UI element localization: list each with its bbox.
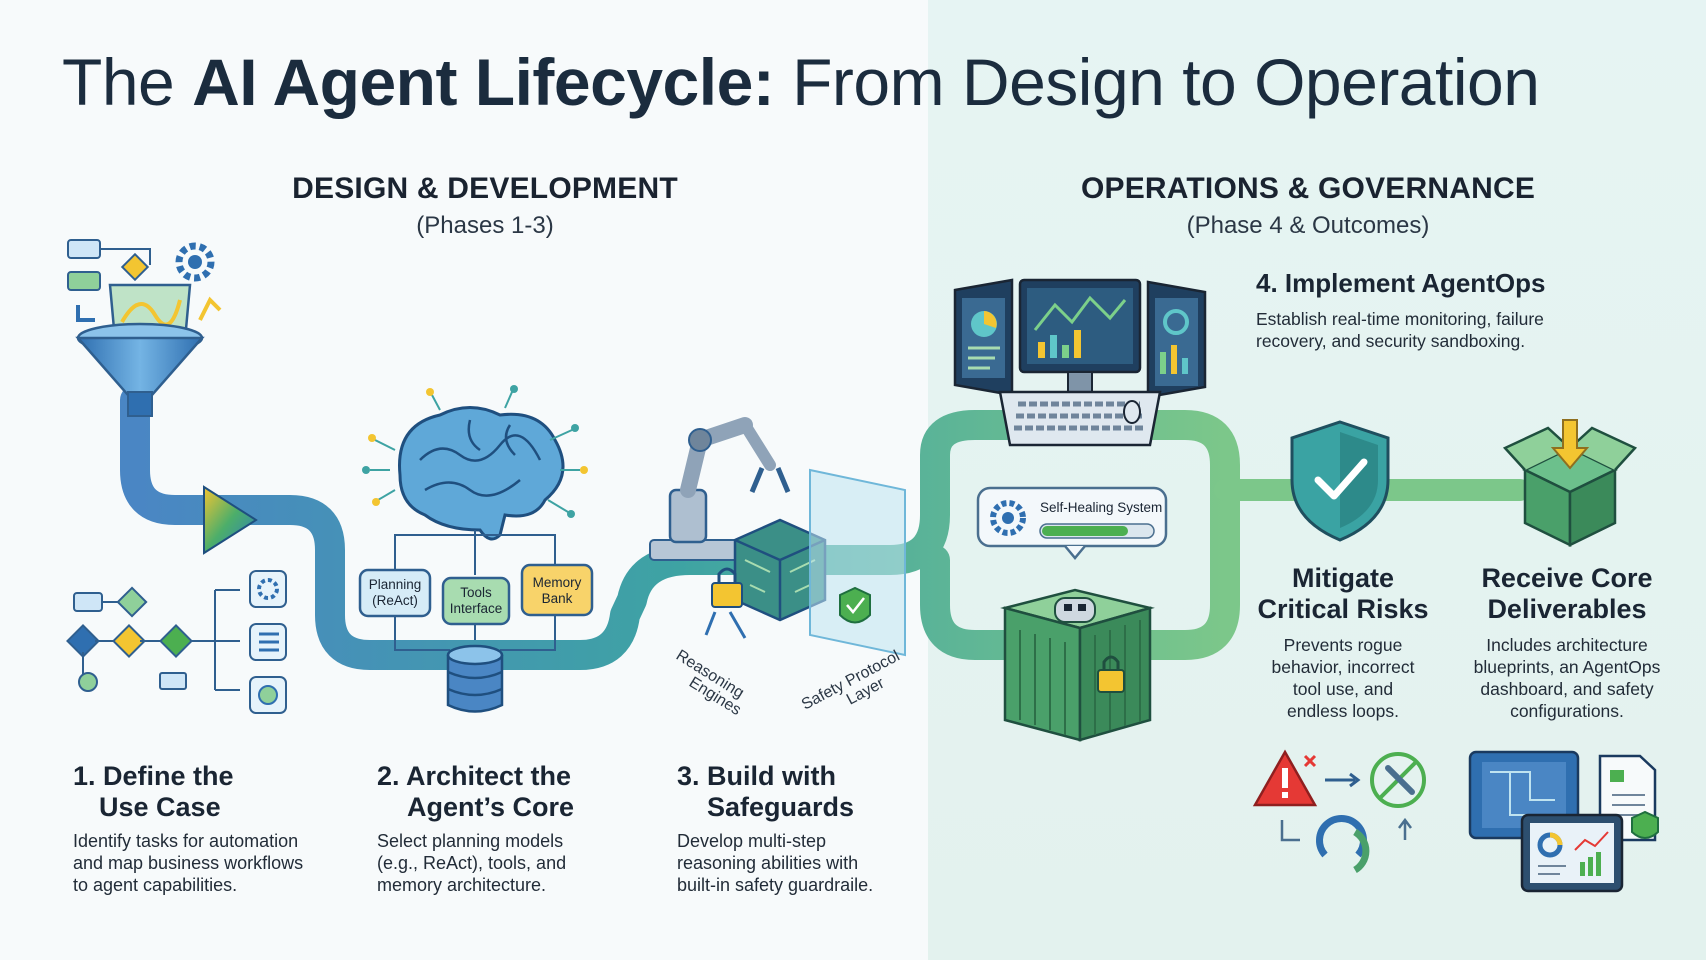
page-title: The AI Agent Lifecycle: From Design to O…: [62, 45, 1540, 119]
section-subheading: (Phase 4 & Outcomes): [1186, 212, 1430, 239]
sandbox-crate-icon: [1000, 588, 1155, 742]
step3-labels: Reasoning Engines Safety Protocol Layer: [673, 647, 903, 719]
section-heading: OPERATIONS & GOVERNANCE: [1080, 172, 1536, 205]
self-healing-label: Self-Healing System: [1040, 500, 1162, 515]
step2-title: 2. Architect the Agent’s Core: [377, 761, 575, 822]
section-operations-governance: OPERATIONS & GOVERNANCE (Phase 4 & Outco…: [1028, 172, 1588, 240]
step3-title: 3. Build with Safeguards: [677, 761, 855, 822]
database-icon: [446, 644, 504, 713]
component-labels: Planning (ReAct) Tools Interface Memory …: [369, 575, 582, 616]
core-components: [358, 530, 594, 713]
funnel-icon: [67, 239, 222, 417]
workflow-icon: [66, 570, 287, 714]
self-healing-panel: Self-Healing System: [976, 486, 1168, 560]
section-subheading: (Phases 1-3): [416, 212, 554, 239]
memory-label: Memory: [533, 575, 582, 590]
step4-title: 4. Implement AgentOps: [1256, 268, 1546, 298]
play-arrow-icon: [203, 485, 258, 555]
monitoring-workstation-icon: [953, 278, 1207, 447]
step1-title: 1. Define the Use Case: [73, 761, 234, 822]
planning-label: Planning: [369, 577, 422, 592]
deliverables-docs-icon: [1468, 750, 1659, 893]
step2-description: Select planning models(e.g., ReAct), too…: [377, 831, 567, 895]
section-heading: DESIGN & DEVELOPMENT: [292, 172, 678, 205]
shield-check-icon: [1290, 420, 1390, 542]
brain-icon: [362, 385, 588, 541]
section-design-development: DESIGN & DEVELOPMENT (Phases 1-3): [205, 172, 765, 240]
tools-label: Tools: [460, 585, 492, 600]
safety-layer-icon: [809, 468, 906, 657]
tools-label-sub: Interface: [450, 601, 503, 616]
memory-label-sub: Bank: [542, 591, 573, 606]
risk-flow-icons: [1252, 749, 1426, 874]
deliverables-box-icon: [1502, 419, 1638, 548]
chip-cube-icon: [704, 518, 827, 639]
planning-label-sub: (ReAct): [372, 593, 418, 608]
